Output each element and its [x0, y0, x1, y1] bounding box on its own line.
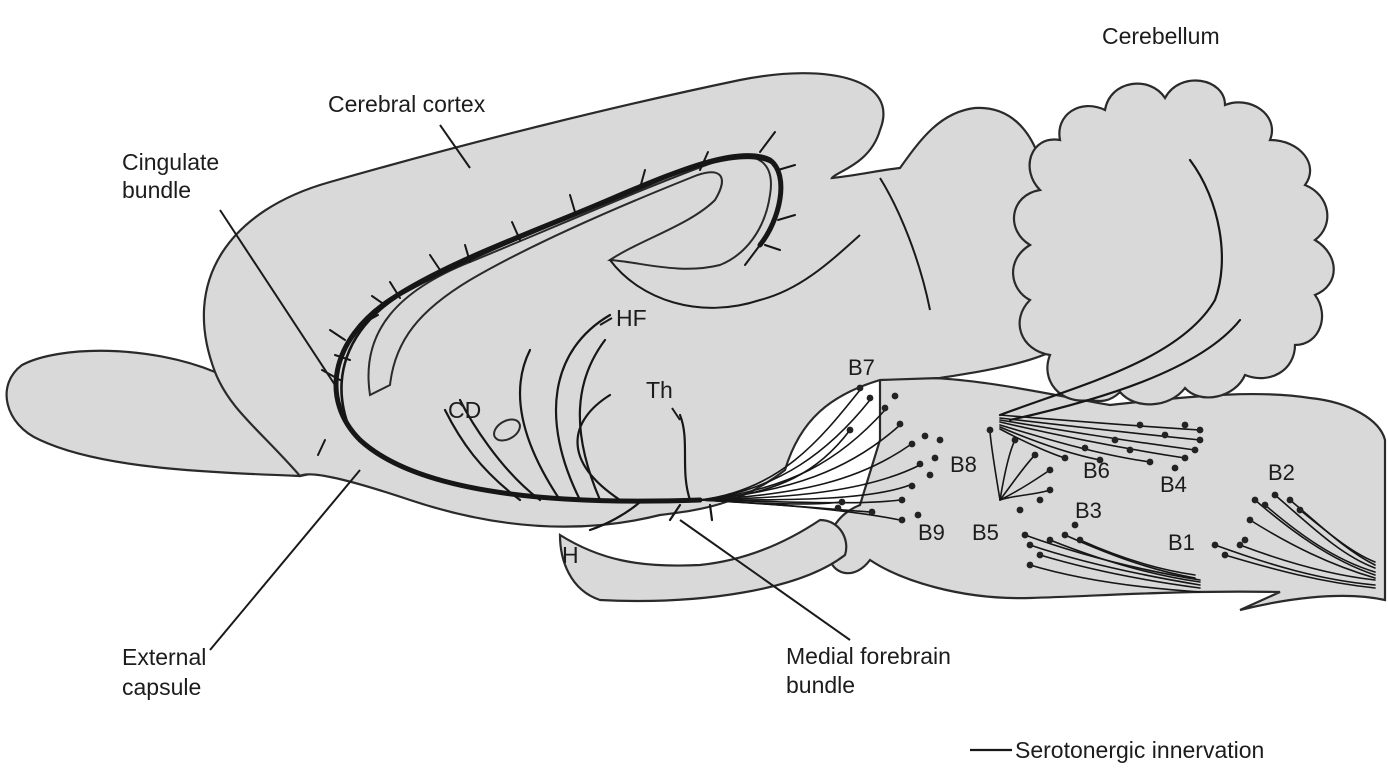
hypothalamus-region	[560, 520, 846, 601]
label-b4: B4	[1160, 472, 1187, 497]
cell-dot	[1027, 562, 1034, 569]
label-external-line2: capsule	[122, 674, 201, 700]
cell-dot	[932, 455, 939, 462]
cell-dot	[915, 512, 922, 519]
cell-dot	[1287, 497, 1294, 504]
cell-dot	[1047, 537, 1054, 544]
label-b9: B9	[918, 520, 945, 545]
cell-dot	[847, 427, 854, 434]
cell-dot	[835, 505, 842, 512]
label-cd: CD	[448, 397, 481, 423]
cell-dot	[1082, 445, 1089, 452]
label-hf: HF	[616, 305, 647, 331]
cell-dot	[909, 483, 916, 490]
cell-dot	[922, 433, 929, 440]
cell-dot	[1112, 437, 1119, 444]
cell-dot	[1037, 497, 1044, 504]
cell-dot	[839, 499, 846, 506]
label-h: H	[562, 542, 579, 568]
cell-dot	[892, 393, 899, 400]
label-medial-line1: Medial forebrain	[786, 643, 951, 669]
label-cerebellum: Cerebellum	[1102, 23, 1220, 49]
cell-dot	[1032, 452, 1039, 459]
label-b8: B8	[950, 452, 977, 477]
label-cerebral-cortex: Cerebral cortex	[328, 91, 486, 117]
cell-dot	[1147, 459, 1154, 466]
label-external-line1: External	[122, 644, 206, 670]
legend-label: Serotonergic innervation	[1015, 737, 1264, 763]
cell-dot	[1272, 492, 1279, 499]
cell-dot	[1222, 552, 1229, 559]
label-medial-line2: bundle	[786, 672, 855, 698]
cell-dot	[1197, 427, 1204, 434]
cell-dot	[1027, 542, 1034, 549]
cell-dot	[1197, 437, 1204, 444]
cell-dot	[1252, 497, 1259, 504]
cell-dot	[1242, 537, 1249, 544]
cell-dot	[909, 441, 916, 448]
cell-dot	[1137, 422, 1144, 429]
cell-dot	[1022, 532, 1029, 539]
cell-dot	[1297, 507, 1304, 514]
cell-dot	[1192, 447, 1199, 454]
cell-dot	[1062, 455, 1069, 462]
cell-dot	[1182, 422, 1189, 429]
cell-dot	[1162, 432, 1169, 439]
cell-dot	[1077, 537, 1084, 544]
cell-dot	[1127, 447, 1134, 454]
cell-dot	[1047, 467, 1054, 474]
cell-dot	[917, 461, 924, 468]
cell-dot	[857, 385, 864, 392]
cell-dot	[899, 497, 906, 504]
cell-dot	[1047, 487, 1054, 494]
cell-dot	[927, 472, 934, 479]
cell-dot	[1247, 517, 1254, 524]
cell-dot	[1182, 455, 1189, 462]
cell-dot	[899, 517, 906, 524]
label-b6: B6	[1083, 458, 1110, 483]
cell-dot	[1237, 542, 1244, 549]
cell-dot	[1172, 465, 1179, 472]
label-b2: B2	[1268, 460, 1295, 485]
cell-dot	[1212, 542, 1219, 549]
cell-dot	[897, 421, 904, 428]
label-th: Th	[646, 377, 673, 403]
label-cingulate-line1: Cingulate	[122, 149, 219, 175]
cell-dot	[867, 395, 874, 402]
cell-dot	[937, 437, 944, 444]
leader-external-capsule	[210, 470, 360, 650]
cell-dot	[1262, 502, 1269, 509]
label-b3: B3	[1075, 498, 1102, 523]
cell-dot	[987, 427, 994, 434]
label-b5: B5	[972, 520, 999, 545]
cell-dot	[869, 509, 876, 516]
label-b7: B7	[848, 355, 875, 380]
label-cingulate-line2: bundle	[122, 177, 191, 203]
cell-dot	[1062, 532, 1069, 539]
cerebellum-region	[1013, 80, 1334, 404]
cell-dot	[882, 405, 889, 412]
cell-dot	[1017, 507, 1024, 514]
label-b1: B1	[1168, 530, 1195, 555]
cell-dot	[1037, 552, 1044, 559]
